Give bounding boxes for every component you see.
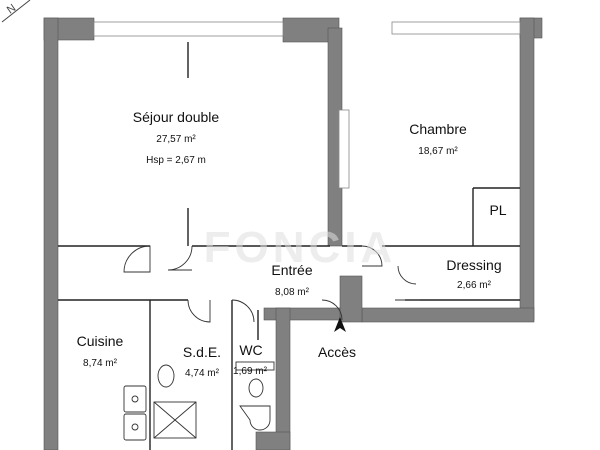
room-name-entree: Entrée xyxy=(271,262,313,278)
room-area-cuisine: 8,74 m² xyxy=(83,358,117,369)
room-name-chambre: Chambre xyxy=(409,121,467,137)
watermark-logo: FONCIA xyxy=(204,223,397,272)
windows xyxy=(93,21,521,189)
kitchen-fixtures xyxy=(123,385,147,441)
interior-walls xyxy=(58,42,520,450)
room-area-dressing: 2,66 m² xyxy=(457,280,491,291)
room-name-cuisine: Cuisine xyxy=(76,333,124,349)
access-label: Accès xyxy=(317,344,357,360)
room-area-chambre: 18,67 m² xyxy=(418,146,458,157)
room-name-wc: WC xyxy=(239,342,263,358)
walls xyxy=(43,17,543,450)
compass-letter: N xyxy=(5,2,18,16)
ceiling-height-sejour: Hsp = 2,67 m xyxy=(146,155,206,166)
room-area-sejour: 27,57 m² xyxy=(156,134,196,145)
room-area-wc: 1,69 m² xyxy=(233,366,267,377)
bathroom-fixtures xyxy=(153,361,275,439)
entrance-arrow xyxy=(334,317,346,332)
room-area-sde: 4,74 m² xyxy=(185,368,219,379)
room-name-dressing: Dressing xyxy=(446,257,502,273)
room-name-pl: PL xyxy=(489,202,507,218)
room-name-sde: S.d.E. xyxy=(182,344,222,360)
room-name-sejour: Séjour double xyxy=(132,109,220,125)
doors xyxy=(123,245,420,323)
room-area-entree: 8,08 m² xyxy=(275,287,309,298)
compass-icon xyxy=(1,0,31,23)
